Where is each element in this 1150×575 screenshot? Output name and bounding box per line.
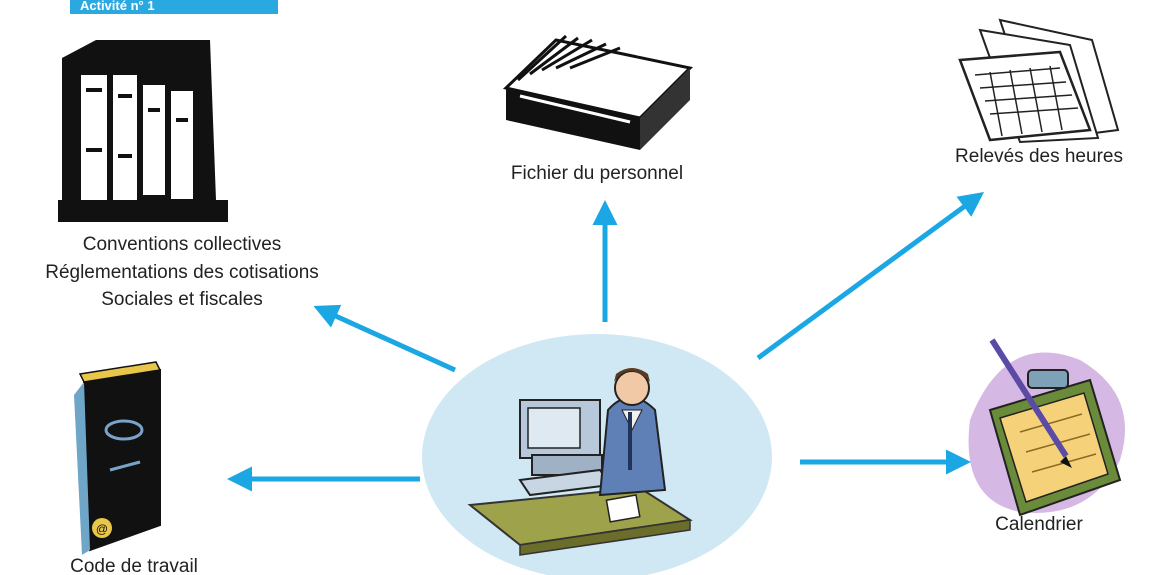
arrow-to-conventions (313, 304, 457, 373)
conventions-line-3: Sociales et fiscales (101, 289, 263, 310)
svg-text:@: @ (96, 522, 108, 536)
conventions-line-2: Réglementations des cotisations (45, 262, 319, 283)
fichier-label: Fichier du personnel (511, 163, 683, 184)
activity-banner-text: Activité n° 1 (80, 0, 155, 13)
releves-label: Relevés des heures (955, 146, 1123, 167)
activity-banner: Activité n° 1 (70, 0, 278, 14)
clipboard-pen-icon (968, 338, 1125, 517)
conventions-line-1: Conventions collectives (83, 234, 282, 255)
binders-icon (58, 40, 228, 222)
arrow-to-releves (756, 192, 985, 361)
person-at-computer-icon (467, 368, 693, 556)
code-label: Code de travail (70, 556, 198, 575)
timesheet-pages-icon (958, 18, 1120, 144)
calendrier-label: Calendrier (995, 514, 1083, 535)
law-book-icon: @ (74, 361, 162, 555)
card-file-box-icon (502, 34, 694, 150)
